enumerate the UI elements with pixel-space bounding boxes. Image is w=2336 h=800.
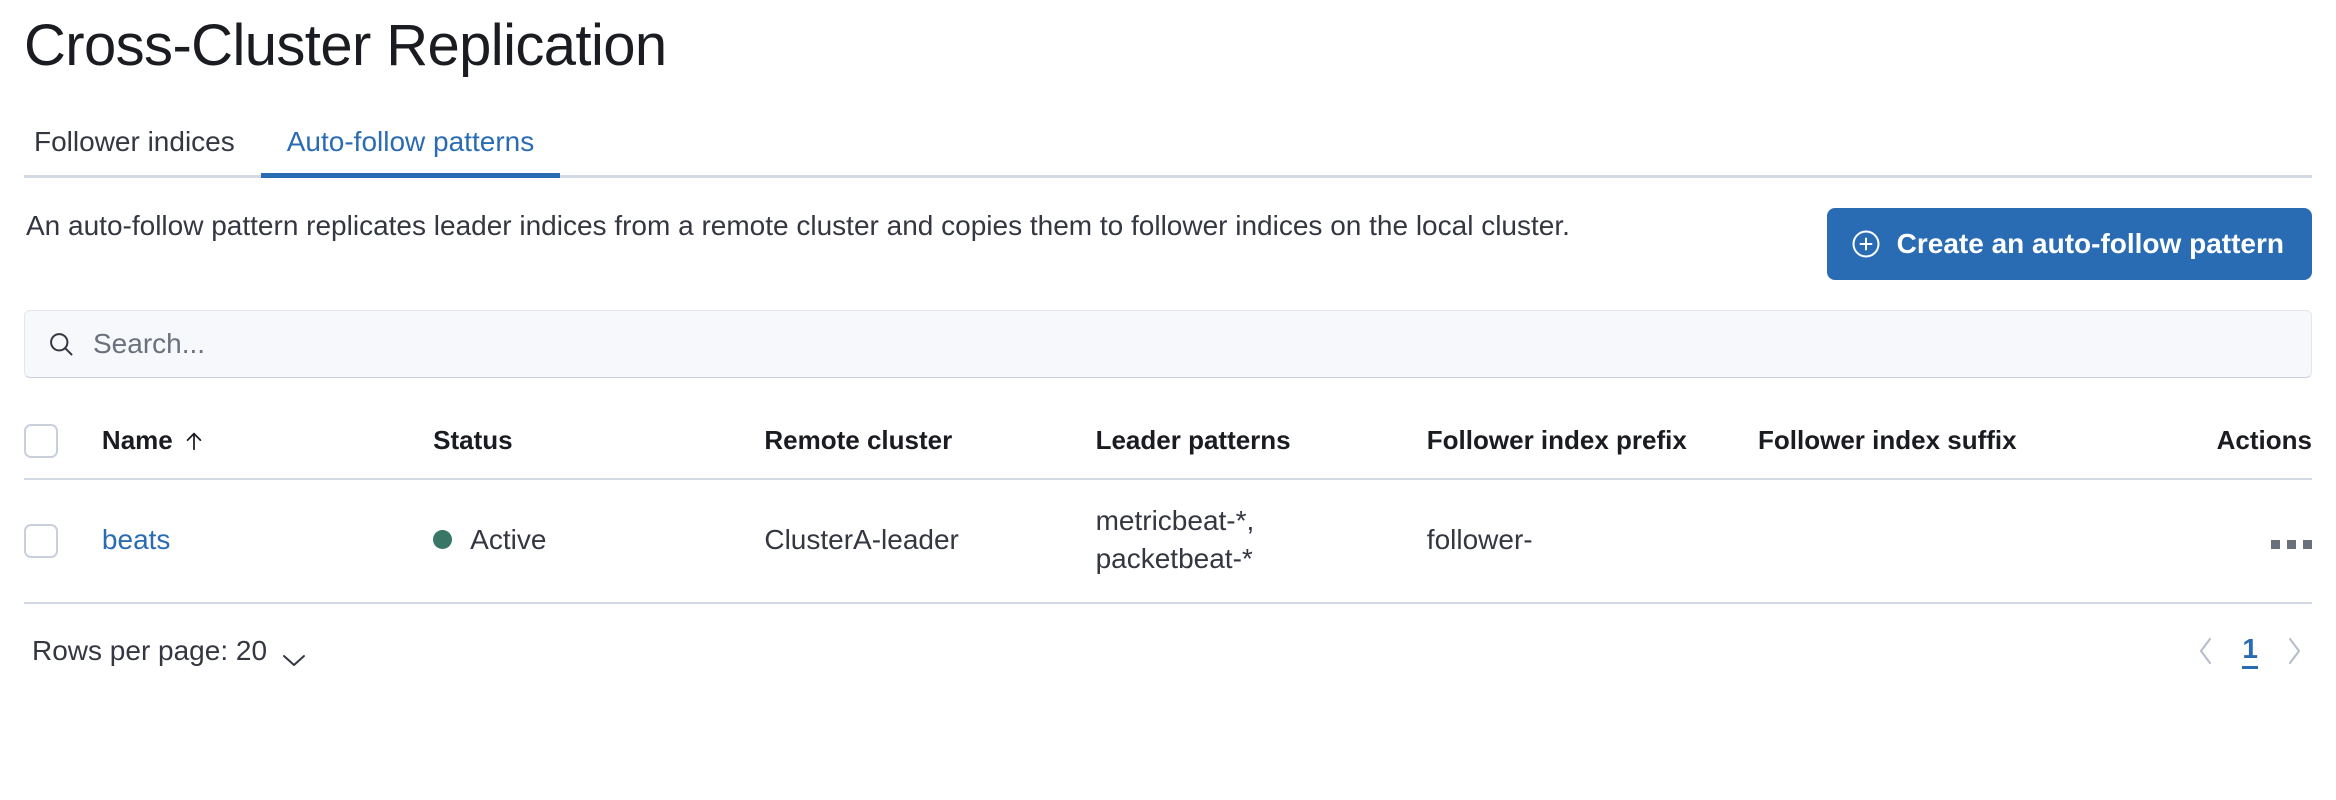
status-badge: Active xyxy=(470,523,547,555)
more-horizontal-icon[interactable] xyxy=(2271,539,2312,549)
rows-per-page-select[interactable]: Rows per page: 20 xyxy=(32,635,307,667)
cell-name: beats xyxy=(101,478,434,604)
pagination: 1 xyxy=(2196,633,2304,670)
search-input[interactable] xyxy=(93,327,2289,360)
table-footer: Rows per page: 20 1 xyxy=(24,633,2312,670)
table-body: beats Active ClusterA-leader metricbeat-… xyxy=(24,478,2312,604)
cell-leader-patterns: metricbeat-*, packetbeat-* xyxy=(1095,478,1427,604)
tab-follower-indices[interactable]: Follower indices xyxy=(34,125,235,157)
chevron-down-icon xyxy=(281,643,307,667)
pattern-name-link[interactable]: beats xyxy=(101,523,171,555)
column-header-follower-index-prefix[interactable]: Follower index prefix xyxy=(1426,405,1759,480)
column-header-leader-patterns-label: Leader patterns xyxy=(1095,425,1291,456)
plus-in-circle-icon xyxy=(1851,229,1881,259)
column-header-status[interactable]: Status xyxy=(433,405,765,480)
cell-status: Active xyxy=(433,478,765,604)
cell-follower-index-suffix xyxy=(1758,478,2090,604)
select-all-header xyxy=(24,405,102,480)
auto-follow-patterns-table: Name Status Remote cluster xyxy=(24,405,2312,604)
table-row: beats Active ClusterA-leader metricbeat-… xyxy=(24,478,2312,604)
rows-per-page-label: Rows per page: 20 xyxy=(32,635,268,667)
row-select-cell xyxy=(24,478,102,604)
table-header-row: Name Status Remote cluster xyxy=(24,405,2312,480)
cell-follower-index-prefix: follower- xyxy=(1426,478,1759,604)
cell-actions xyxy=(2089,478,2312,604)
column-header-follower-index-prefix-label: Follower index prefix xyxy=(1426,425,1687,456)
page-number-1[interactable]: 1 xyxy=(2242,633,2258,670)
column-header-actions-label: Actions xyxy=(2216,425,2312,456)
select-all-checkbox[interactable] xyxy=(24,423,58,458)
chevron-left-icon[interactable] xyxy=(2196,635,2216,667)
arrow-up-icon xyxy=(183,429,205,453)
column-header-actions: Actions xyxy=(2089,405,2312,480)
table-header: Name Status Remote cluster xyxy=(24,405,2312,480)
search-bar[interactable] xyxy=(24,309,2312,378)
column-header-status-label: Status xyxy=(433,425,513,456)
create-button-label: Create an auto-follow pattern xyxy=(1896,227,2284,259)
tab-bar: Follower indices Auto-follow patterns xyxy=(24,106,2312,178)
page-title: Cross-Cluster Replication xyxy=(24,13,667,78)
column-header-remote-cluster-label: Remote cluster xyxy=(764,425,953,456)
create-auto-follow-pattern-button[interactable]: Create an auto-follow pattern xyxy=(1826,207,2312,280)
column-header-name-label: Name xyxy=(101,425,173,456)
column-header-name[interactable]: Name xyxy=(101,405,434,480)
status-dot-icon xyxy=(433,530,453,550)
column-header-remote-cluster[interactable]: Remote cluster xyxy=(764,405,1096,480)
intro-description: An auto-follow pattern replicates leader… xyxy=(26,209,1570,241)
chevron-right-icon[interactable] xyxy=(2284,635,2304,667)
column-header-leader-patterns[interactable]: Leader patterns xyxy=(1095,405,1427,480)
tab-auto-follow-patterns[interactable]: Auto-follow patterns xyxy=(260,106,561,178)
row-select-checkbox[interactable] xyxy=(24,524,58,559)
column-header-follower-index-suffix[interactable]: Follower index suffix xyxy=(1758,405,2090,480)
column-header-follower-index-suffix-label: Follower index suffix xyxy=(1758,425,2017,456)
search-icon xyxy=(47,330,75,358)
cell-remote-cluster: ClusterA-leader xyxy=(764,478,1096,604)
intro-section: An auto-follow pattern replicates leader… xyxy=(24,206,2312,280)
